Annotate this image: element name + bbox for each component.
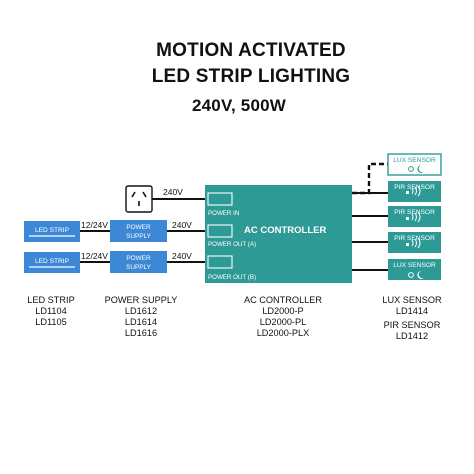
- moon-icon: [408, 165, 424, 173]
- port-power-out-a: POWER OUT (A): [208, 241, 256, 248]
- legend-led-strip-code: LD1105: [35, 317, 67, 327]
- port-power-out-b: POWER OUT (B): [208, 274, 256, 281]
- sensor-label-2: PIR SENSOR: [394, 184, 435, 191]
- sensor-label-3: PIR SENSOR: [394, 209, 435, 216]
- port-power-in: POWER IN: [208, 210, 239, 217]
- led-strip-label-1: LED STRIP: [35, 227, 70, 234]
- legend-lux-sensor-title: LUX SENSOR: [382, 295, 442, 305]
- motion-waves-icon: [406, 185, 421, 197]
- legend-ac-controller: AC CONTROLLER LD2000-P LD2000-PL LD2000-…: [237, 295, 329, 339]
- pir-sensor-1: [388, 181, 441, 202]
- title-line-1: MOTION ACTIVATED: [156, 40, 346, 61]
- legend-power-supply-code: LD1614: [124, 317, 158, 327]
- legend-ac-controller-title: AC CONTROLLER: [243, 295, 323, 305]
- ac-controller: [205, 185, 352, 283]
- power-supply-2: [110, 251, 167, 273]
- wires: [80, 192, 388, 271]
- legend-pir-sensor-code: LD1412: [395, 331, 429, 341]
- psu-label-1-line1: POWER: [126, 224, 151, 231]
- legend-power-supply-code: LD1616: [124, 328, 158, 338]
- legend-power-supply-title: POWER SUPPLY: [104, 295, 178, 305]
- title-line-2: LED STRIP LIGHTING: [151, 66, 351, 87]
- legend-power-supply: POWER SUPPLY LD1612 LD1614 LD1616: [98, 295, 184, 339]
- moon-icon: [408, 271, 424, 279]
- power-supply-1: [110, 220, 167, 242]
- led-strip-1: [24, 221, 80, 242]
- legend-pir-sensor-title: PIR SENSOR: [383, 320, 441, 330]
- lux-sensor-top: [387, 153, 442, 176]
- voltage-label-mains-1: 240V: [172, 220, 192, 230]
- led-strip-label-2: LED STRIP: [35, 258, 70, 265]
- legend-power-supply-code: LD1612: [124, 306, 158, 316]
- voltage-label-outlet: 240V: [163, 187, 183, 197]
- legend-led-strip-title: LED STRIP: [27, 295, 75, 305]
- psu-label-2-line2: SUPPLY: [126, 264, 151, 271]
- controller-label: AC CONTROLLER: [244, 225, 326, 236]
- legend-lux-sensor-code: LD1414: [395, 306, 429, 316]
- voltage-label-mains-2: 240V: [172, 251, 192, 261]
- pir-sensor-2: [388, 206, 441, 227]
- led-strip-2: [24, 252, 80, 273]
- diagram-text: 240V 12/24V 240V 12/24V 240V AC CONTROLL…: [35, 157, 436, 281]
- title-line-3: 240V, 500W: [192, 96, 286, 115]
- psu-label-1-line2: SUPPLY: [126, 233, 151, 240]
- lux-sensor-bottom: [388, 259, 441, 280]
- legend-ac-controller-code: LD2000-PLX: [256, 328, 310, 338]
- voltage-label-low-1: 12/24V: [81, 220, 108, 230]
- sensor-label-1: LUX SENSOR: [393, 157, 436, 164]
- voltage-label-low-2: 12/24V: [81, 251, 108, 261]
- legend-ac-controller-code: LD2000-PL: [259, 317, 307, 327]
- pir-sensor-3: [388, 232, 441, 253]
- legend-pir-sensor: PIR SENSOR LD1412: [376, 320, 448, 342]
- legend-lux-sensor: LUX SENSOR LD1414: [376, 295, 448, 317]
- power-outlet-icon: [125, 185, 153, 213]
- motion-waves-icon: [406, 211, 421, 223]
- motion-waves-icon: [406, 237, 421, 249]
- dashed-link: [352, 162, 388, 195]
- wire-sensor-1-dashed: [352, 162, 388, 195]
- psu-label-2-line1: POWER: [126, 255, 151, 262]
- legend-led-strip: LED STRIP LD1104 LD1105: [22, 295, 80, 328]
- legend-led-strip-code: LD1104: [35, 306, 67, 316]
- sensor-label-4: PIR SENSOR: [394, 235, 435, 242]
- sensor-label-5: LUX SENSOR: [393, 262, 436, 269]
- legend-ac-controller-code: LD2000-P: [262, 306, 304, 316]
